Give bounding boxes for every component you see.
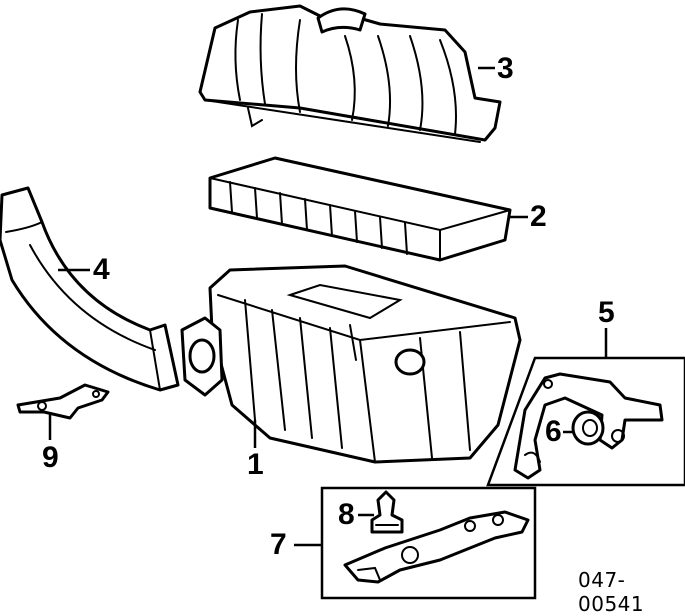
part-5-mounting-bracket — [513, 372, 664, 480]
callout-9: 9 — [42, 441, 59, 474]
diagram-drawing — [0, 4, 685, 600]
part-4-intake-duct — [0, 186, 180, 392]
part-7-frame — [320, 486, 537, 600]
callout-1: 1 — [247, 448, 264, 481]
callout-3: 3 — [497, 52, 514, 85]
part-8-stud — [370, 490, 404, 534]
part-9-bracket — [16, 383, 110, 420]
exploded-parts-diagram: 3 2 4 5 6 9 1 8 7 047-00541 — [0, 4, 685, 616]
part-1-air-cleaner-housing — [180, 264, 522, 464]
callout-8: 8 — [338, 498, 355, 531]
part-5-frame — [486, 356, 685, 487]
part-7-support-bracket — [343, 510, 530, 584]
part-6-grommet — [571, 410, 605, 446]
callout-4: 4 — [93, 253, 110, 286]
callout-2: 2 — [530, 200, 547, 233]
callout-6: 6 — [545, 415, 562, 448]
part-2-filter-element — [208, 156, 512, 262]
catalog-number: 047-00541 — [578, 568, 645, 616]
part-3-air-cleaner-cover — [198, 4, 502, 143]
callout-5: 5 — [598, 296, 615, 329]
callout-7: 7 — [270, 528, 287, 561]
